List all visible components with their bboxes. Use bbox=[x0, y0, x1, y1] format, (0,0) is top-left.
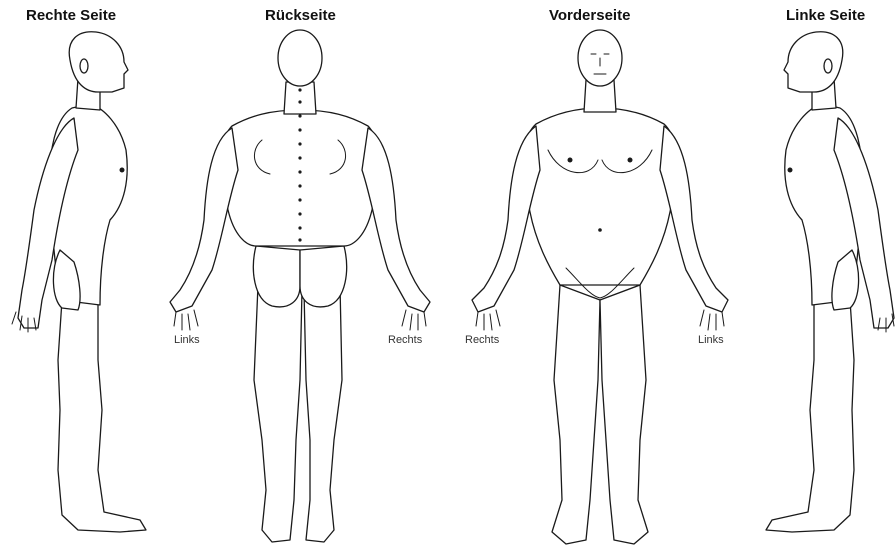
back-figure bbox=[170, 30, 430, 542]
right-side-figure bbox=[12, 32, 146, 532]
left-side-figure bbox=[766, 32, 894, 532]
front-figure bbox=[472, 30, 728, 544]
